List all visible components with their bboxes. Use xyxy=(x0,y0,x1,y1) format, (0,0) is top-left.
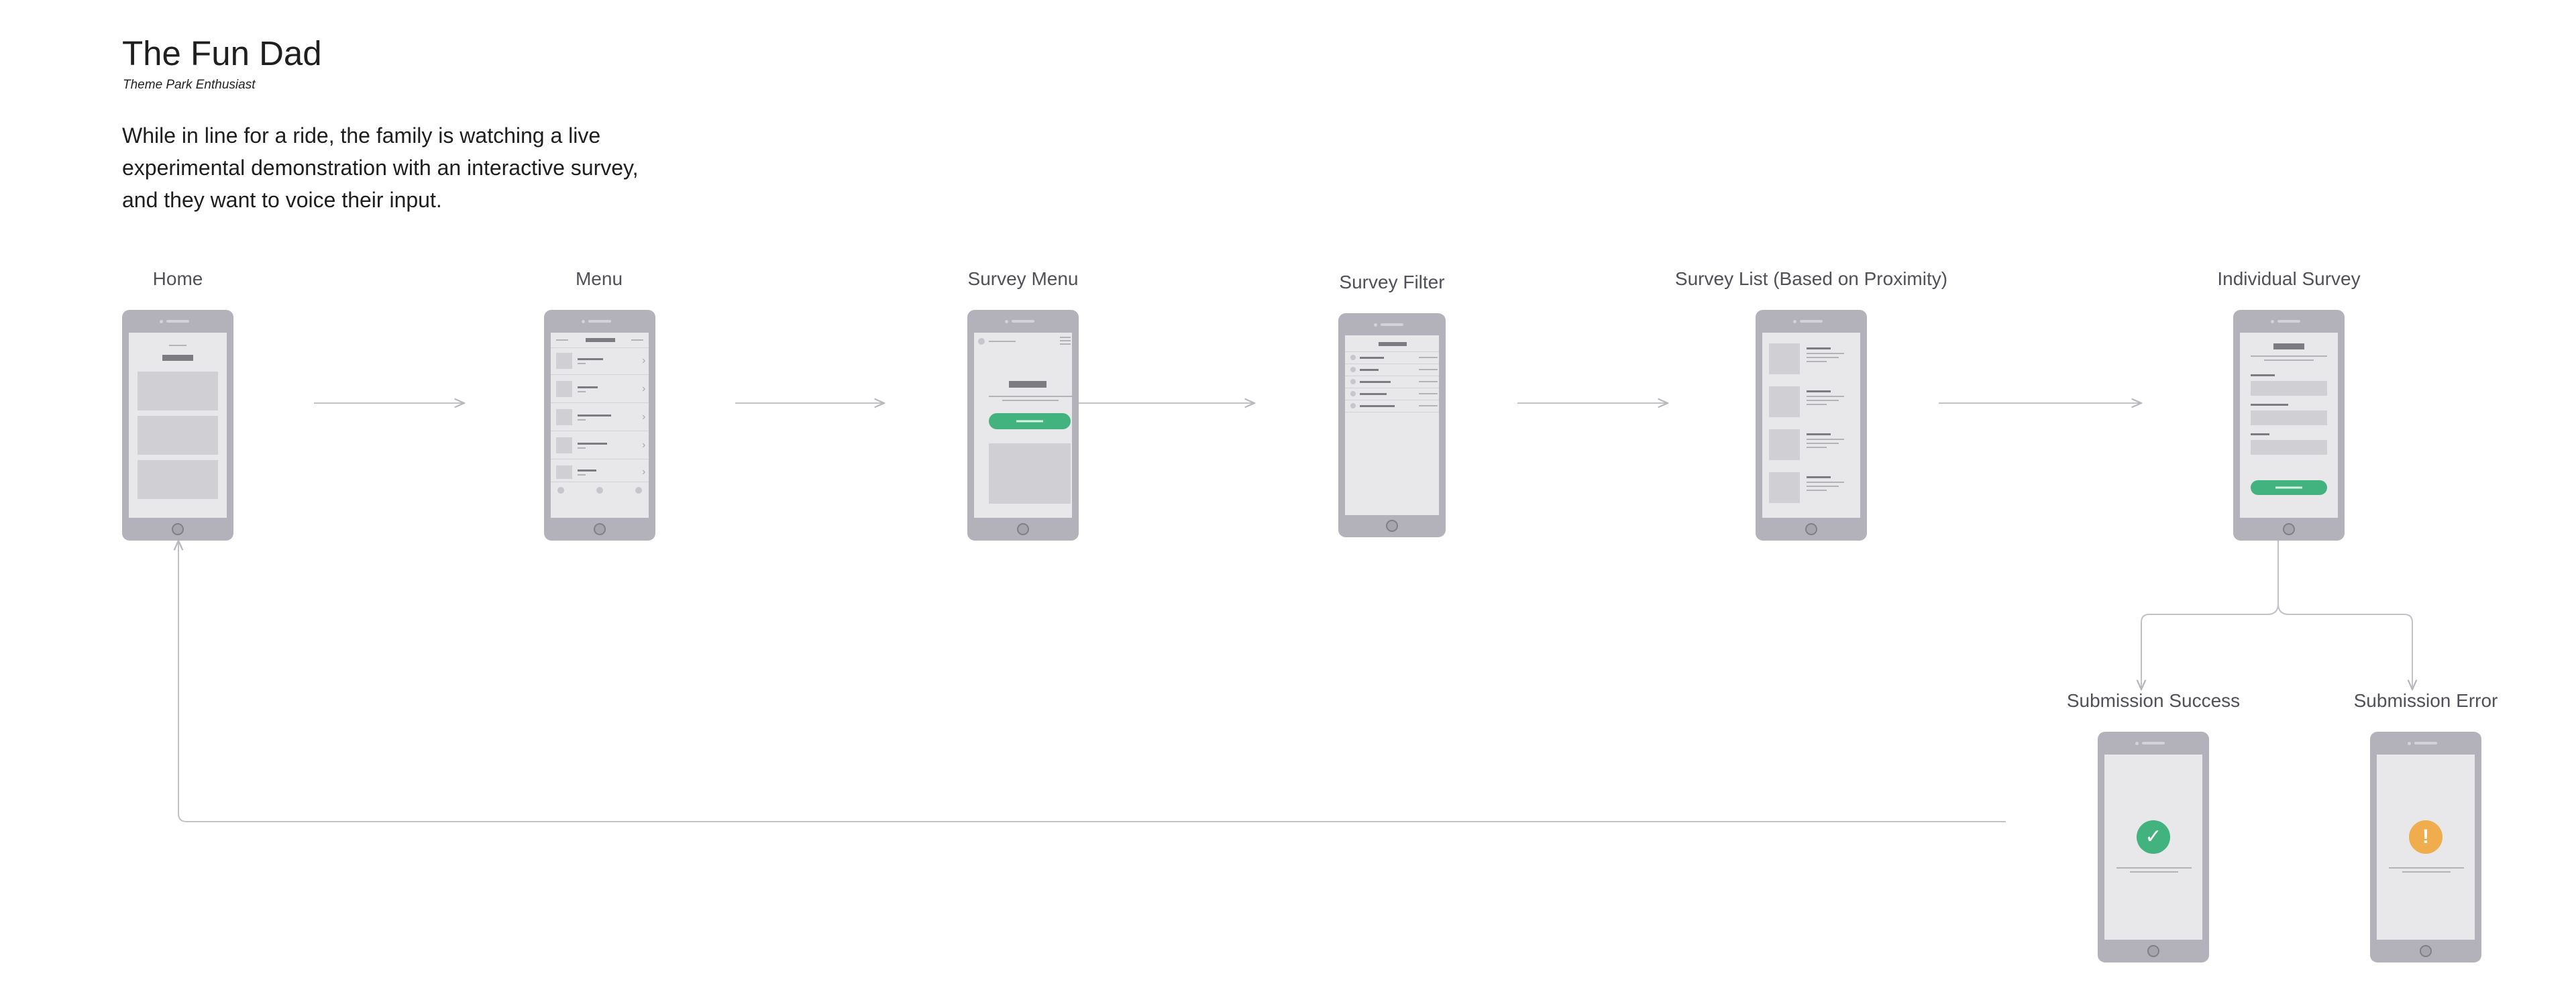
exclamation-icon: ! xyxy=(2409,820,2443,854)
home-button xyxy=(172,523,184,535)
return-connector xyxy=(178,541,2006,822)
phone-home[interactable] xyxy=(122,310,233,541)
label-submission-error: Submission Error xyxy=(2353,690,2498,711)
screen-survey-menu xyxy=(974,333,1072,518)
screen-individual-survey xyxy=(2240,333,2338,518)
label-home: Home xyxy=(152,268,203,289)
label-menu: Menu xyxy=(575,268,623,289)
screen-submission-error: ! xyxy=(2377,755,2475,940)
phone-submission-success[interactable]: ✓ xyxy=(2098,732,2209,962)
scenario-text: While in line for a ride, the family is … xyxy=(122,123,639,212)
phone-survey-filter[interactable] xyxy=(1338,313,1446,537)
phone-individual-survey[interactable] xyxy=(2233,310,2345,541)
persona-role: Theme Park Enthusiast xyxy=(123,78,256,92)
phone-survey-list[interactable] xyxy=(1756,310,1867,541)
screen-survey-list xyxy=(1762,333,1860,518)
label-submission-success: Submission Success xyxy=(2066,690,2241,711)
label-survey-list: Survey List (Based on Proximity) xyxy=(1674,268,1948,289)
screen-survey-filter xyxy=(1345,335,1439,515)
screen-menu: › › › › › xyxy=(551,333,649,518)
phone-submission-error[interactable]: ! xyxy=(2370,732,2481,962)
phone-survey-menu[interactable] xyxy=(967,310,1079,541)
screen-submission-success: ✓ xyxy=(2104,755,2202,940)
check-icon: ✓ xyxy=(2137,820,2170,854)
branch-connector xyxy=(2141,541,2279,689)
phone-menu[interactable]: › › › › › xyxy=(544,310,655,541)
persona-name: The Fun Dad xyxy=(122,34,322,72)
label-survey-menu: Survey Menu xyxy=(967,268,1079,289)
screen-home xyxy=(129,333,227,518)
label-individual-survey: Individual Survey xyxy=(2217,268,2361,289)
label-survey-filter: Survey Filter xyxy=(1339,272,1445,292)
